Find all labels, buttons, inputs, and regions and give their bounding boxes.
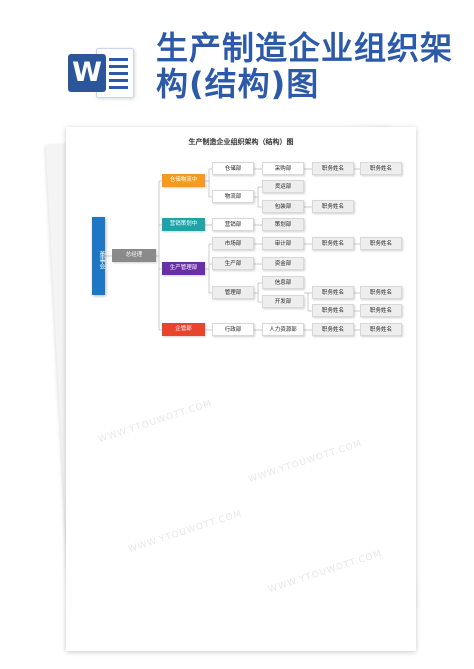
sub-information: 信息部	[262, 276, 304, 289]
dept-warehouse: 仓储部	[212, 162, 254, 175]
position-box: 职务姓名	[312, 162, 354, 175]
sub-planning: 策划部	[262, 218, 304, 231]
connector-lines	[105, 168, 360, 331]
word-w-icon: W	[68, 54, 106, 92]
header: W 生产制造企业组织架构(结构)图	[0, 0, 474, 118]
dept-administration: 行政部	[212, 323, 254, 336]
dept-market: 市场部	[212, 237, 254, 250]
center-enterprise-management: 企管部	[162, 323, 205, 336]
sub-freight: 货运部	[262, 180, 304, 193]
dept-sales: 营销部	[212, 218, 254, 231]
sub-packaging: 包装部	[262, 200, 304, 213]
position-box: 职务姓名	[360, 162, 402, 175]
position-box: 职务姓名	[312, 304, 354, 317]
general-manager-node: 总经理	[112, 249, 156, 262]
dept-production: 生产部	[212, 257, 254, 270]
document-title: 生产制造企业组织架构（结构）图	[188, 138, 294, 146]
position-box: 职务姓名	[312, 200, 354, 213]
position-box: 职务姓名	[360, 304, 402, 317]
sub-human-resources: 人力资源部	[262, 323, 304, 336]
center-marketing: 营销策划中	[162, 218, 205, 231]
sub-finance: 资金部	[262, 257, 304, 270]
position-box: 职务姓名	[360, 323, 402, 336]
position-box: 职务姓名	[312, 286, 354, 299]
page-title: 生产制造企业组织架构(结构)图	[156, 29, 454, 103]
position-box: 职务姓名	[360, 237, 402, 250]
position-box: 职务姓名	[312, 323, 354, 336]
dept-logistics: 物流部	[212, 190, 254, 203]
position-box: 职务姓名	[360, 286, 402, 299]
board-of-directors-node: 董事会	[92, 217, 105, 295]
document-preview[interactable]: 生产制造企业组织架构（结构）图	[66, 127, 416, 651]
sub-development: 开发部	[262, 295, 304, 308]
center-production-management: 生产管理部	[162, 262, 205, 275]
position-box: 职务姓名	[312, 237, 354, 250]
sub-audit: 审计部	[262, 237, 304, 250]
dept-management: 管理部	[212, 286, 254, 299]
center-warehouse-logistics: 仓储物流中	[162, 174, 205, 187]
sub-purchasing: 采购部	[262, 162, 304, 175]
word-icon: W	[68, 44, 136, 100]
